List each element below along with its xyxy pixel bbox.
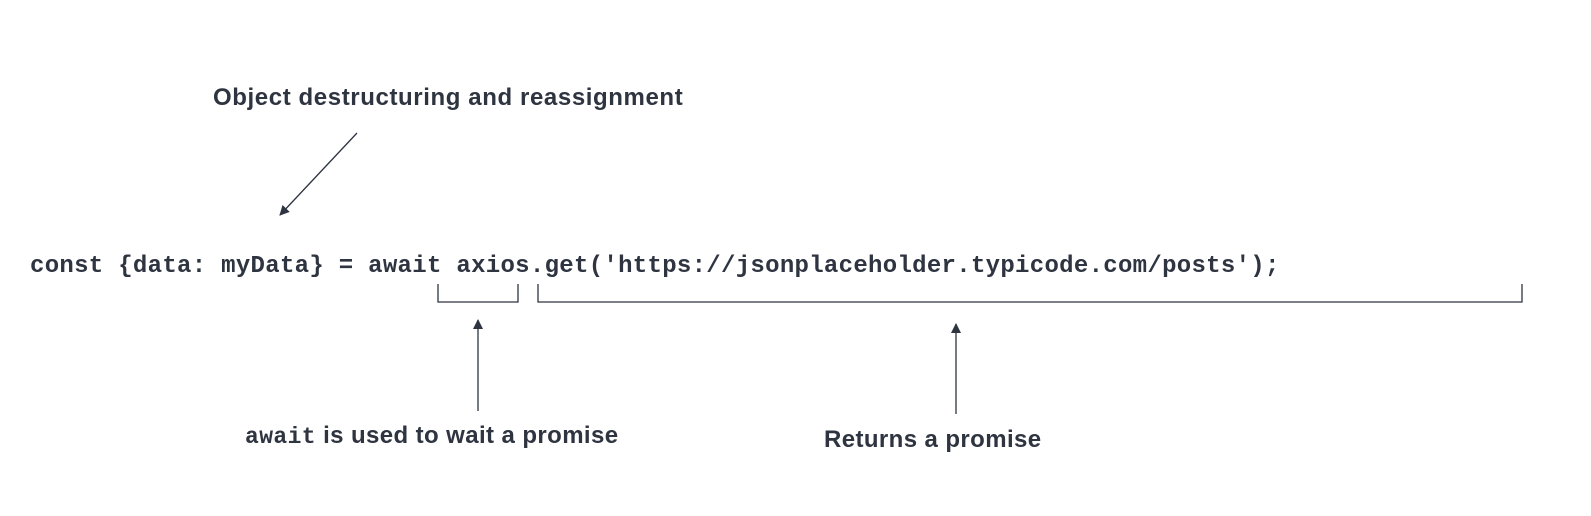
destructuring-annotation: Object destructuring and reassignment bbox=[213, 84, 684, 111]
returns-annotation: Returns a promise bbox=[824, 426, 1042, 453]
code-line: const {data: myData} = await axios.get('… bbox=[30, 253, 1280, 280]
axios-call-bracket bbox=[537, 284, 1523, 303]
destructuring-arrow bbox=[279, 132, 358, 216]
await-annotation: await is used to wait a promise bbox=[245, 424, 619, 449]
await-annotation-text: is used to wait a promise bbox=[316, 422, 619, 449]
await-bracket bbox=[437, 284, 519, 303]
await-keyword: await bbox=[245, 424, 317, 450]
